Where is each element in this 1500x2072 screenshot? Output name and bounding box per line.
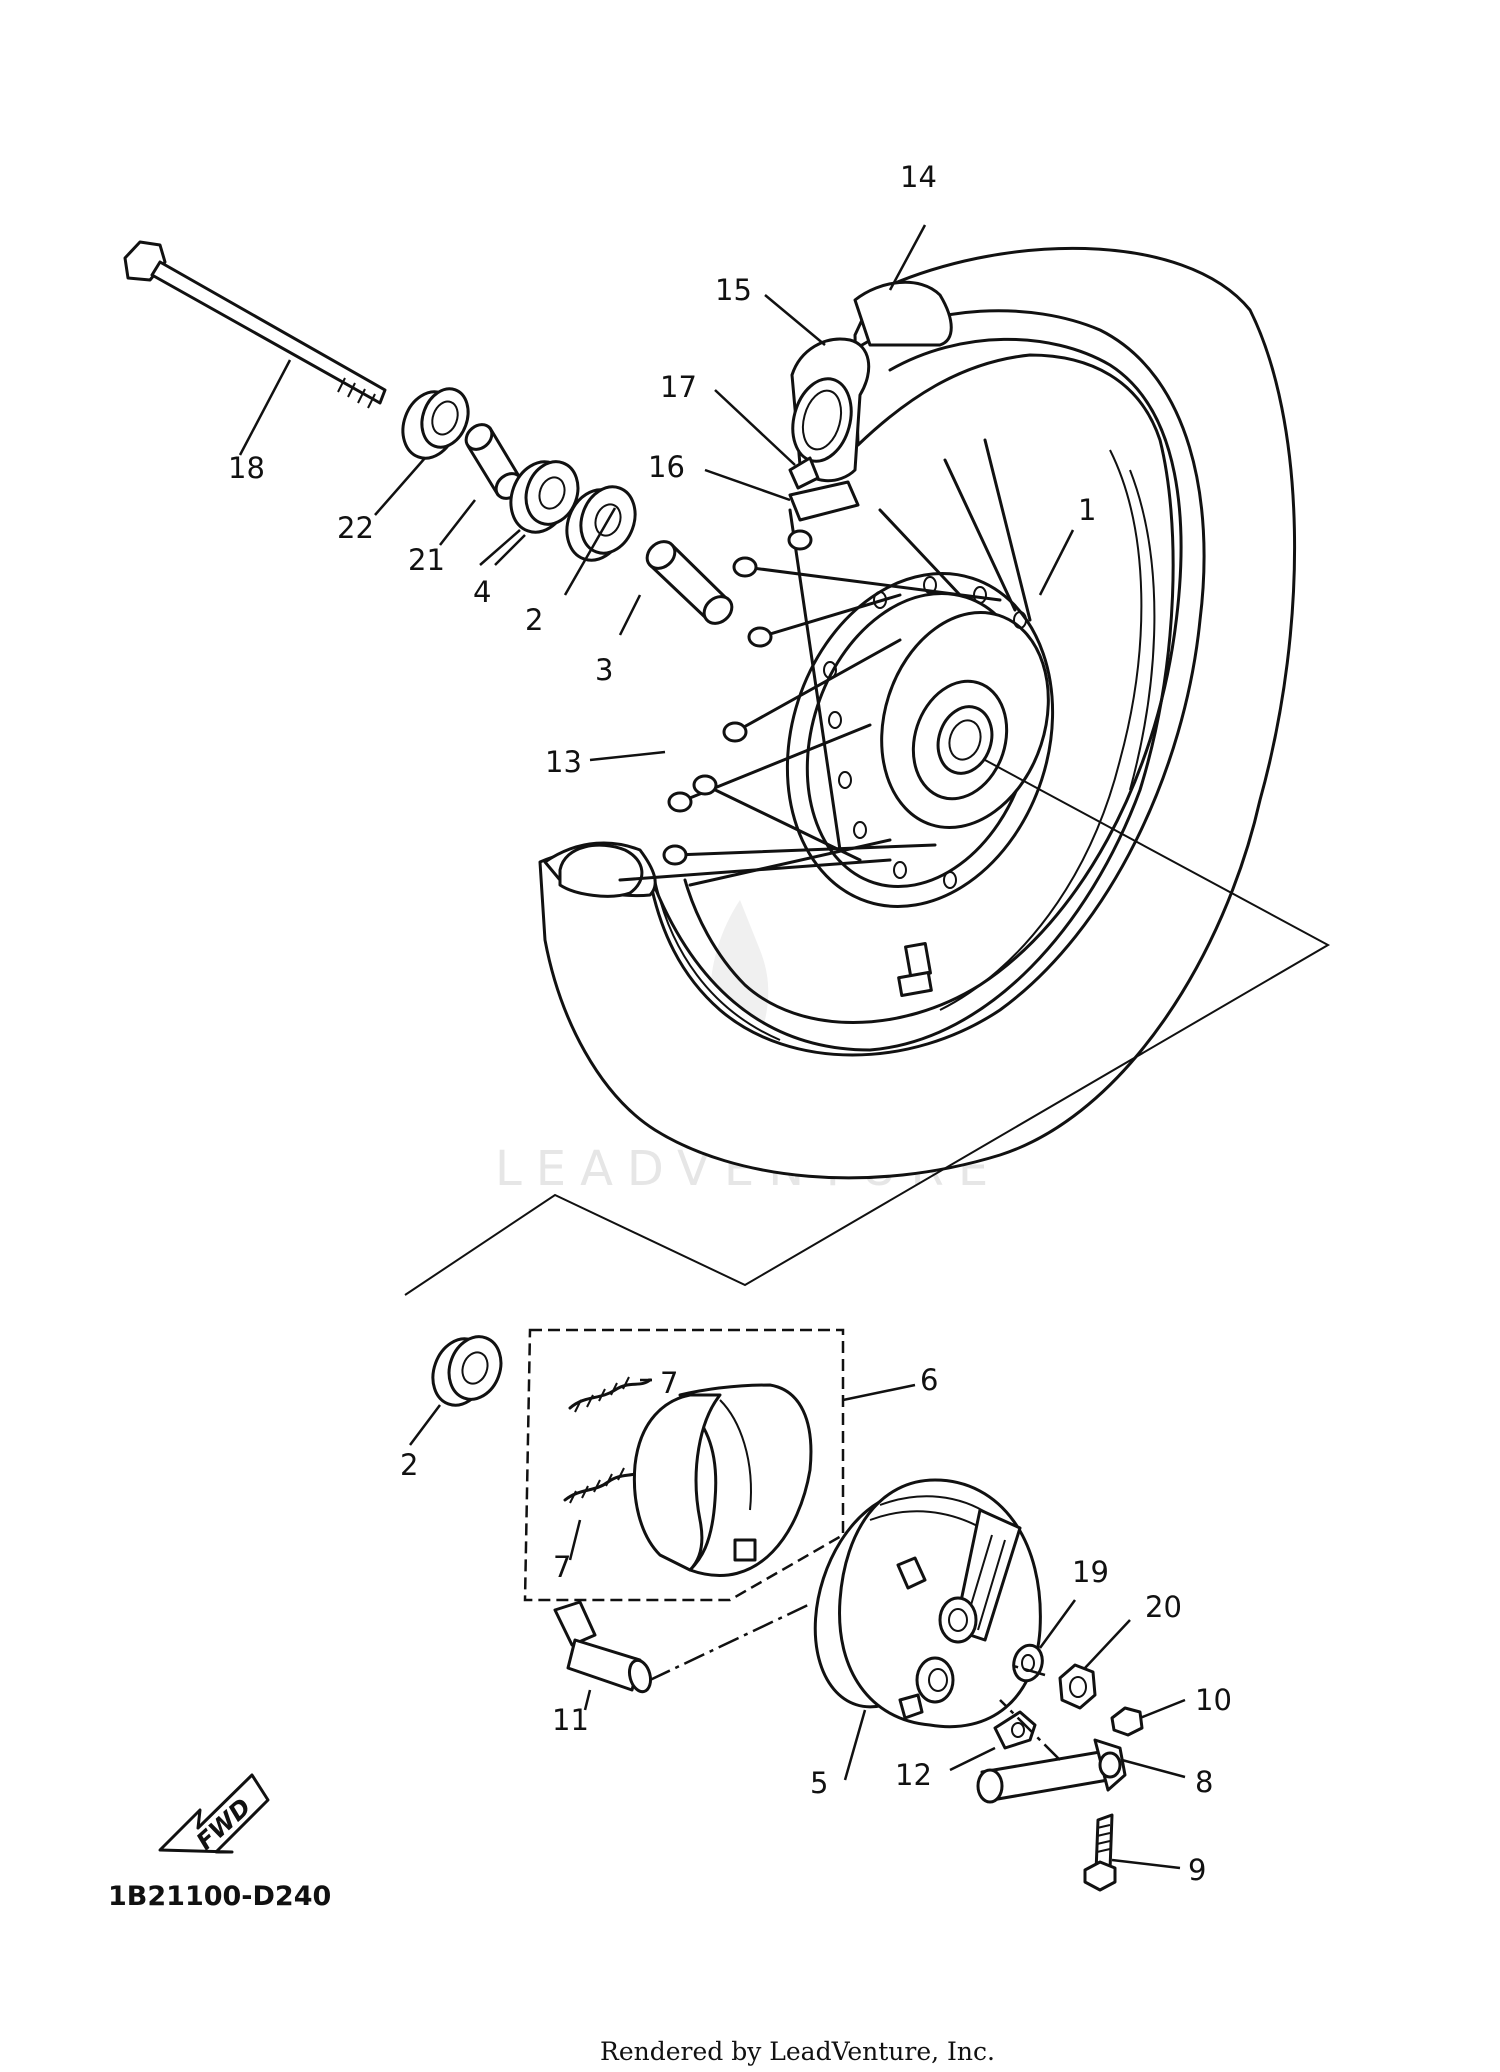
callout-14: 14 <box>900 160 937 194</box>
lever-bolt <box>1083 1813 1117 1892</box>
axle <box>123 240 387 409</box>
callout-3: 3 <box>595 653 613 687</box>
brake-shoe-kit-box <box>523 1328 845 1602</box>
callout-11: 11 <box>552 1703 589 1737</box>
collar <box>401 387 470 460</box>
callout-10: 10 <box>1195 1683 1232 1717</box>
diagram-code: 1B21100-D240 <box>108 1881 331 1912</box>
callout-19: 19 <box>1072 1555 1109 1589</box>
callout-9: 9 <box>1188 1853 1206 1887</box>
callout-21: 21 <box>408 543 445 577</box>
callout-7-bottom: 7 <box>553 1550 571 1584</box>
callout-8: 8 <box>1195 1765 1213 1799</box>
wheel-assembly <box>538 246 1297 1180</box>
brake-panel <box>813 1478 1042 1729</box>
callout-15: 15 <box>715 273 752 307</box>
fwd-arrow-icon: FWD <box>158 1773 270 1856</box>
callout-22: 22 <box>337 511 374 545</box>
spacer-3 <box>645 540 734 625</box>
axle-nut <box>1058 1663 1097 1710</box>
callout-18: 18 <box>228 451 265 485</box>
callout-2-top: 2 <box>525 603 543 637</box>
callout-13: 13 <box>545 745 582 779</box>
rim-band <box>788 456 860 522</box>
bearing-bottom <box>431 1335 503 1407</box>
valve-stem <box>897 941 933 997</box>
callout-12: 12 <box>895 1758 932 1792</box>
callout-16: 16 <box>648 450 685 484</box>
spoke-nipples <box>662 529 813 866</box>
lever-nut <box>1110 1706 1144 1737</box>
footer-credit: Rendered by LeadVenture, Inc. <box>600 2037 995 2066</box>
oil-seal <box>509 460 580 534</box>
callout-4: 4 <box>473 575 491 609</box>
cam-lever <box>976 1738 1127 1804</box>
tube <box>790 337 871 483</box>
callouts: 1 2 3 4 5 6 7 7 8 9 10 11 12 13 14 15 16… <box>228 160 1232 1887</box>
callout-17: 17 <box>660 370 697 404</box>
hub <box>785 572 1055 908</box>
brake-shoe <box>632 1383 813 1577</box>
brake-cam <box>553 1600 653 1694</box>
callout-7-top: 7 <box>660 1366 678 1400</box>
callout-20: 20 <box>1145 1590 1182 1624</box>
leader-lines <box>238 224 1186 1870</box>
callout-6: 6 <box>920 1363 938 1397</box>
callout-5: 5 <box>810 1766 828 1800</box>
callout-2-bottom: 2 <box>400 1448 418 1482</box>
spacer-21 <box>464 423 524 500</box>
callout-1: 1 <box>1078 493 1096 527</box>
tire <box>538 246 1297 1180</box>
